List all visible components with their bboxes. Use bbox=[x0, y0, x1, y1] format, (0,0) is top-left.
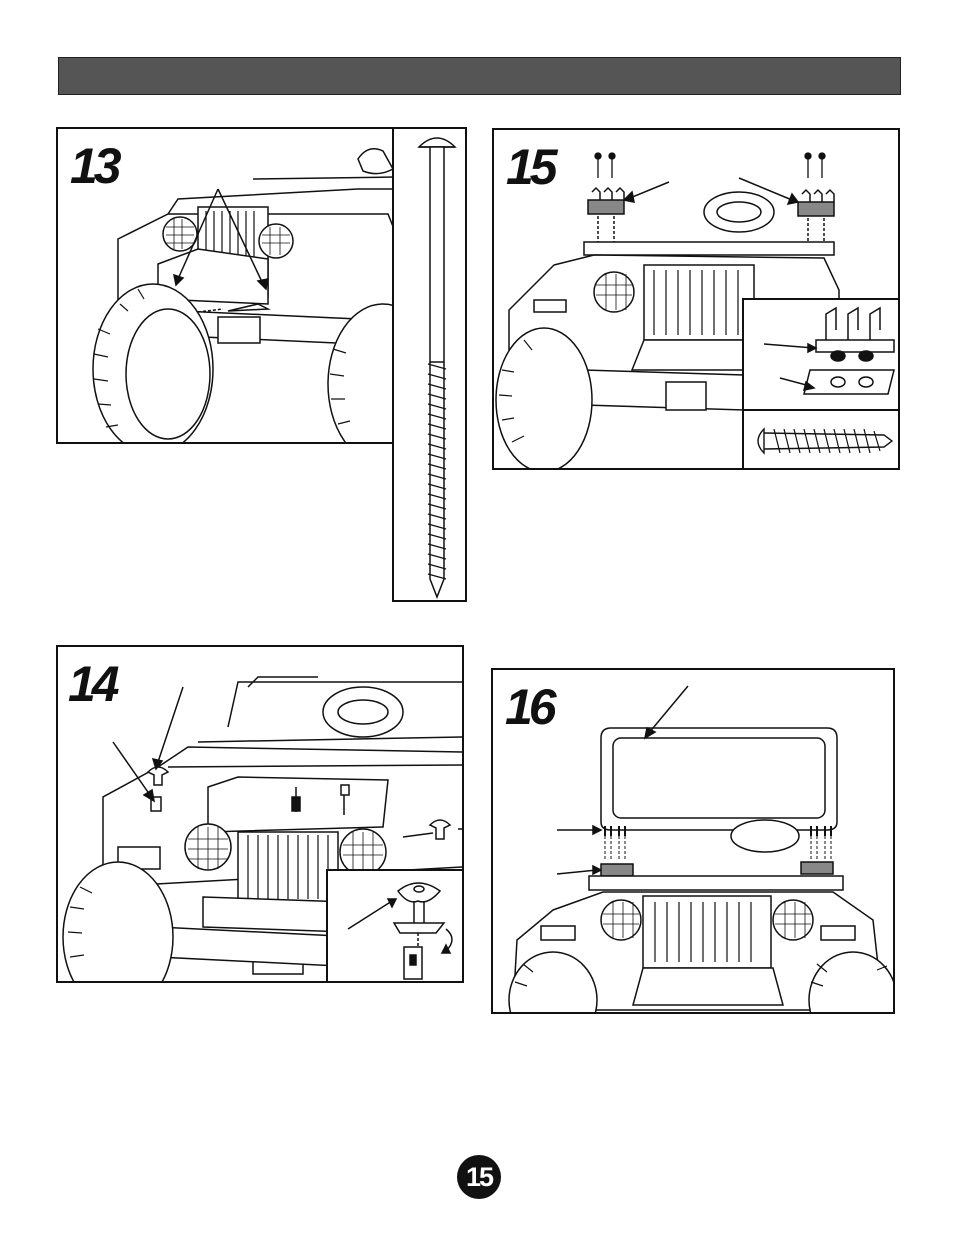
step-16-panel: 16 bbox=[491, 668, 895, 1014]
long-screw-illustration bbox=[394, 129, 467, 602]
step-15-number: 15 bbox=[506, 142, 554, 192]
step-15-panel: 15 bbox=[492, 128, 900, 470]
step-16-number: 16 bbox=[505, 682, 553, 732]
step-15-bracket-inset bbox=[742, 298, 900, 411]
step-14-panel: 14 bbox=[56, 645, 464, 983]
step-14-number: 14 bbox=[68, 659, 116, 709]
header-bar bbox=[58, 57, 901, 95]
step-15-screw-inset bbox=[742, 409, 900, 470]
step-16-illustration bbox=[493, 670, 895, 1014]
step-13-number: 13 bbox=[70, 141, 118, 191]
step-14-detail-inset bbox=[326, 869, 464, 983]
clip-detail-illustration bbox=[328, 871, 464, 983]
step-13-screw-inset bbox=[392, 127, 467, 602]
page-number: 15 bbox=[457, 1155, 501, 1199]
short-screw-illustration bbox=[744, 411, 900, 470]
step-13-panel: 13 bbox=[56, 127, 396, 444]
bracket-detail-illustration bbox=[744, 300, 900, 413]
